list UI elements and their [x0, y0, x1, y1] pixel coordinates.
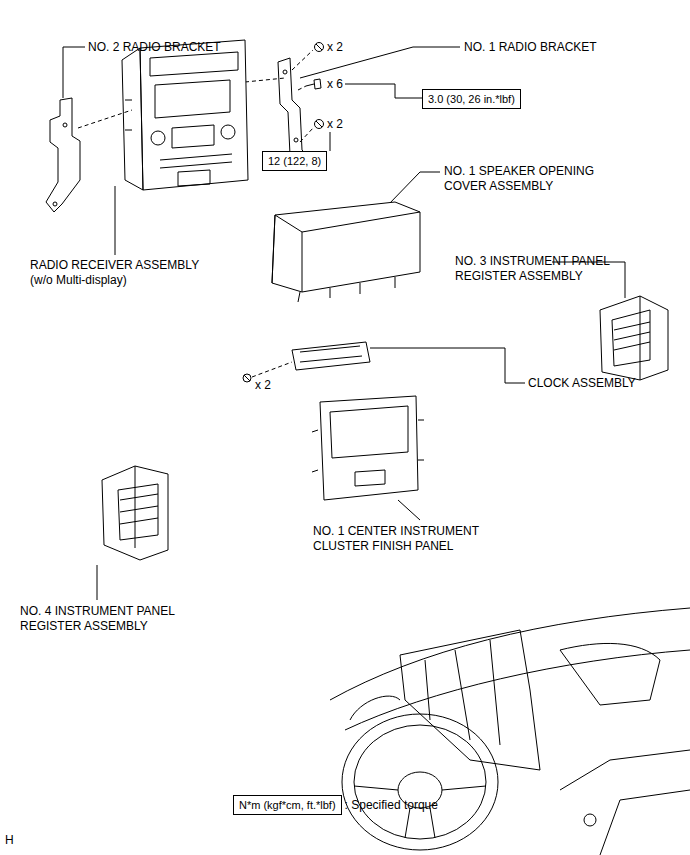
part-name: NO. 1 CENTER INSTRUMENT CLUSTER FINISH P…	[313, 524, 508, 554]
part-name: NO. 3 INSTRUMENT PANEL REGISTER ASSEMBLY	[455, 254, 635, 284]
clock	[292, 342, 370, 370]
radio-bracket	[46, 98, 80, 212]
quantity: x 2	[327, 40, 367, 55]
torque-value: N*m (kgf*cm, ft.*lbf)	[239, 799, 336, 811]
register	[600, 296, 668, 380]
quantity: x 6	[327, 77, 367, 92]
part-name: CLOCK ASSEMBLY	[528, 376, 678, 391]
part-name: NO. 2 RADIO BRACKET	[88, 40, 288, 55]
part-name: RADIO RECEIVER ASSEMBLY (w/o Multi-displ…	[30, 258, 220, 288]
finish-panel	[312, 396, 424, 500]
torque-value: 12 (122, 8)	[268, 155, 321, 167]
radio-bracket	[278, 58, 312, 165]
figure-code: H	[5, 833, 35, 848]
torque-box: 12 (122, 8)	[262, 151, 327, 171]
torque-box: 3.0 (30, 26 in.*lbf)	[422, 89, 521, 109]
radio-receiver	[122, 40, 248, 190]
speaker-cover	[272, 202, 420, 302]
quantity: x 2	[255, 378, 295, 393]
part-name: NO. 4 INSTRUMENT PANEL REGISTER ASSEMBLY	[20, 604, 200, 634]
torque-value: 3.0 (30, 26 in.*lbf)	[428, 93, 515, 105]
dashboard-view	[330, 608, 690, 855]
legend-text: : Specified torque	[345, 798, 485, 813]
part-name: NO. 1 SPEAKER OPENING COVER ASSEMBLY	[444, 164, 619, 194]
quantity: x 2	[327, 117, 367, 132]
torque-legend-box: N*m (kgf*cm, ft.*lbf)	[233, 795, 342, 815]
part-name: NO. 1 RADIO BRACKET	[464, 40, 664, 55]
register	[102, 466, 168, 560]
